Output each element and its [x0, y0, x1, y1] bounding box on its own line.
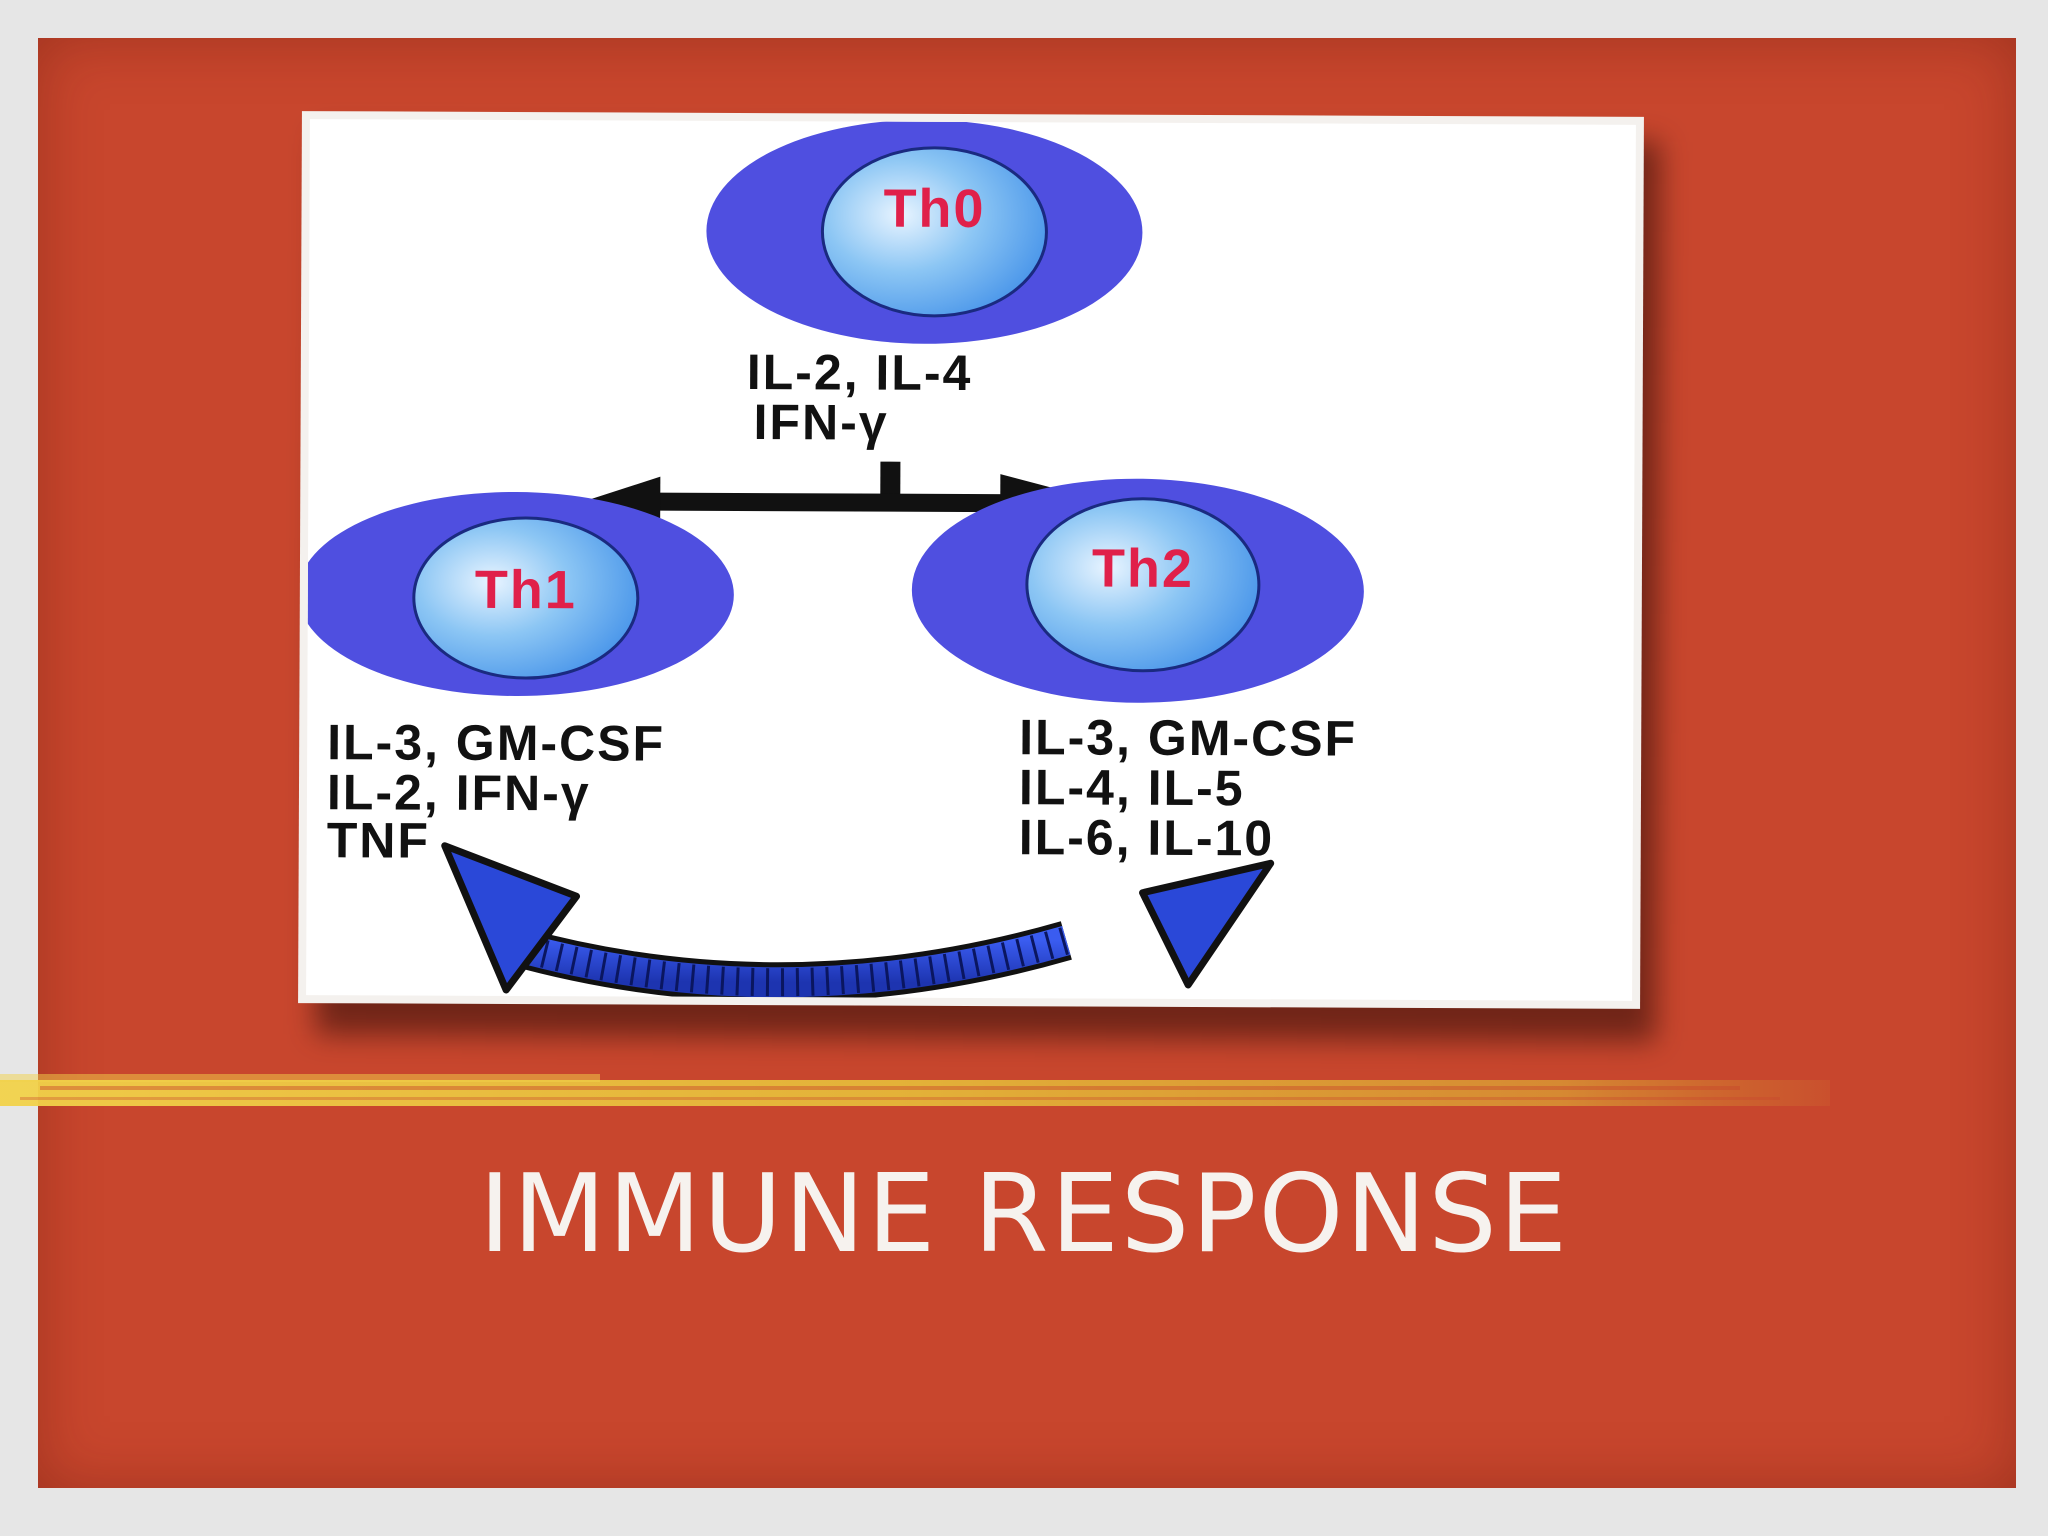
- cross-arrow-hatch: [510, 926, 1071, 997]
- cross-arrowhead-left: [441, 842, 581, 994]
- branch-bar: [656, 492, 1069, 513]
- streak-base: [0, 1080, 1830, 1106]
- th2-label: Th2: [1092, 539, 1194, 599]
- slide-title: IMMUNE RESPONSE: [478, 1152, 1570, 1277]
- th1-cell: Th1: [306, 492, 734, 697]
- th1-nucleus: [412, 516, 640, 680]
- cross-arrowhead-right: [1139, 859, 1275, 989]
- cross-regulation-arrow: [441, 842, 1275, 1001]
- th1-cytokine-line-1: IL-3, GM-CSF: [327, 714, 665, 771]
- th1-cytokine-line-3: TNF: [327, 812, 430, 868]
- th-differentiation-diagram: Th0 IL-2, IL-4 IFN-γ Th1 T: [306, 119, 1364, 1001]
- th0-nucleus: [820, 146, 1048, 318]
- th0-label: Th0: [883, 179, 985, 239]
- th2-cytokine-line-1: IL-3, GM-CSF: [1019, 709, 1357, 766]
- streak-texture-2: [20, 1097, 1780, 1100]
- th1-label: Th1: [475, 560, 577, 620]
- th2-cytokine-line-3: IL-6, IL-10: [1019, 809, 1275, 866]
- th2-cell: Th2: [911, 478, 1364, 703]
- streak-texture-3: [0, 1074, 600, 1082]
- th0-cell: Th0: [706, 119, 1143, 344]
- diagram-photo-inner: Th0 IL-2, IL-4 IFN-γ Th1 T: [306, 119, 1636, 1001]
- th1-cytokine-line-2: IL-2, IFN-γ: [327, 764, 591, 821]
- th2-cytokine-line-2: IL-4, IL-5: [1019, 759, 1245, 816]
- th0-cytokine-line-2: IFN-γ: [753, 394, 888, 451]
- diagram-photo: Th0 IL-2, IL-4 IFN-γ Th1 T: [298, 111, 1644, 1009]
- streak-texture-1: [40, 1086, 1740, 1090]
- yellow-divider-streak: [0, 1074, 1830, 1106]
- th0-cytokine-line-1: IL-2, IL-4: [747, 344, 973, 401]
- th2-nucleus: [1025, 497, 1261, 673]
- branch-stem: [880, 461, 901, 504]
